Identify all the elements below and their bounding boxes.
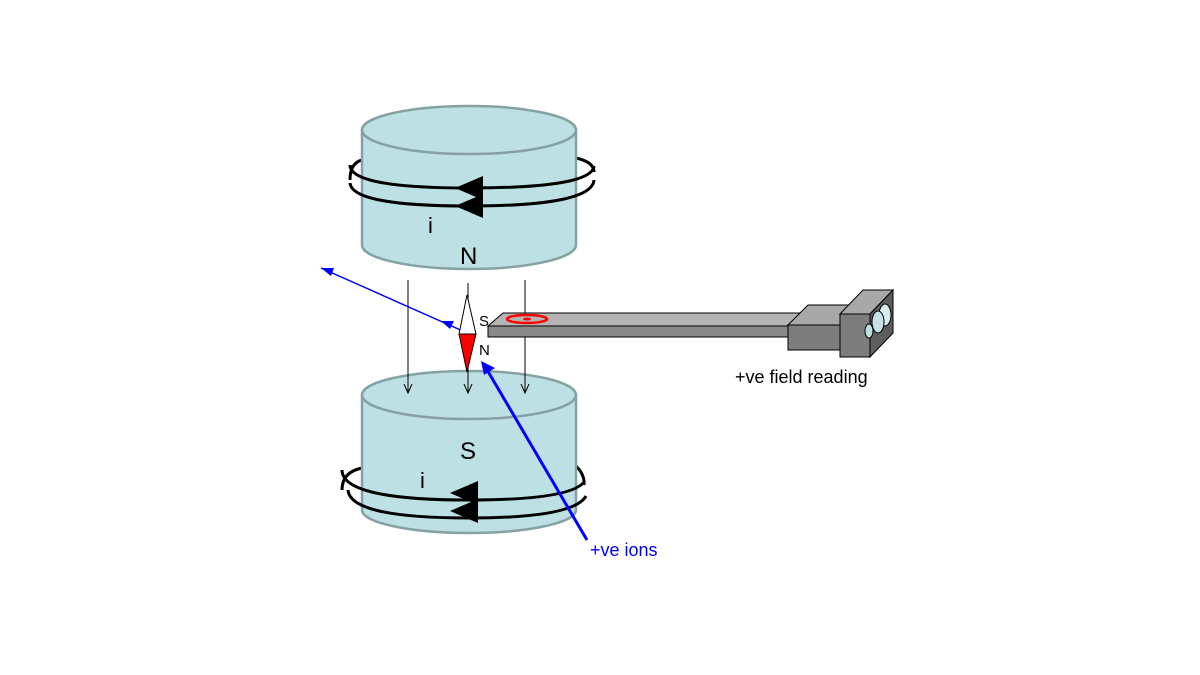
ion-path-incoming	[484, 367, 589, 541]
top-current-arrow-1	[455, 176, 483, 200]
sensor-dot-icon	[523, 317, 531, 321]
sensor-ring-icon	[505, 313, 549, 325]
bottom-magnet-pole-label: S	[460, 438, 476, 465]
bottom-magnet-top-face	[360, 369, 578, 421]
probe-connector-front	[839, 313, 871, 358]
hall-probe: +ve field reading	[486, 288, 895, 387]
bottom-current-arrow-2	[450, 499, 478, 523]
ion-mid-arrowhead	[441, 321, 454, 329]
compass-north-label: N	[479, 342, 490, 359]
top-current-label: i	[428, 213, 433, 238]
top-magnet-body	[360, 128, 578, 271]
ion-path: +ve ions	[320, 267, 658, 560]
top-magnet-top-face	[360, 104, 578, 156]
top-magnet: i N	[348, 104, 596, 271]
ion-label: +ve ions	[590, 540, 658, 560]
connector-pin-icon	[864, 323, 874, 339]
compass-south-half	[458, 294, 477, 335]
bottom-magnet: S i	[340, 369, 588, 535]
probe-stick-front	[487, 325, 791, 338]
ion-direction-arrowhead	[321, 268, 334, 276]
bottom-current-label: i	[420, 468, 425, 493]
compass-north-half	[458, 333, 477, 373]
probe-reading-label: +ve field reading	[735, 367, 868, 387]
bottom-current-arrow-1	[450, 481, 478, 505]
probe-handle-front	[787, 324, 841, 351]
connector-pin-icon	[871, 310, 885, 334]
compass-south-label: S	[479, 313, 489, 330]
compass-needle: S N	[458, 294, 490, 373]
top-magnet-pole-label: N	[460, 243, 477, 270]
ion-entry-arrowhead	[481, 361, 495, 375]
top-current-arrow-2	[455, 194, 483, 218]
